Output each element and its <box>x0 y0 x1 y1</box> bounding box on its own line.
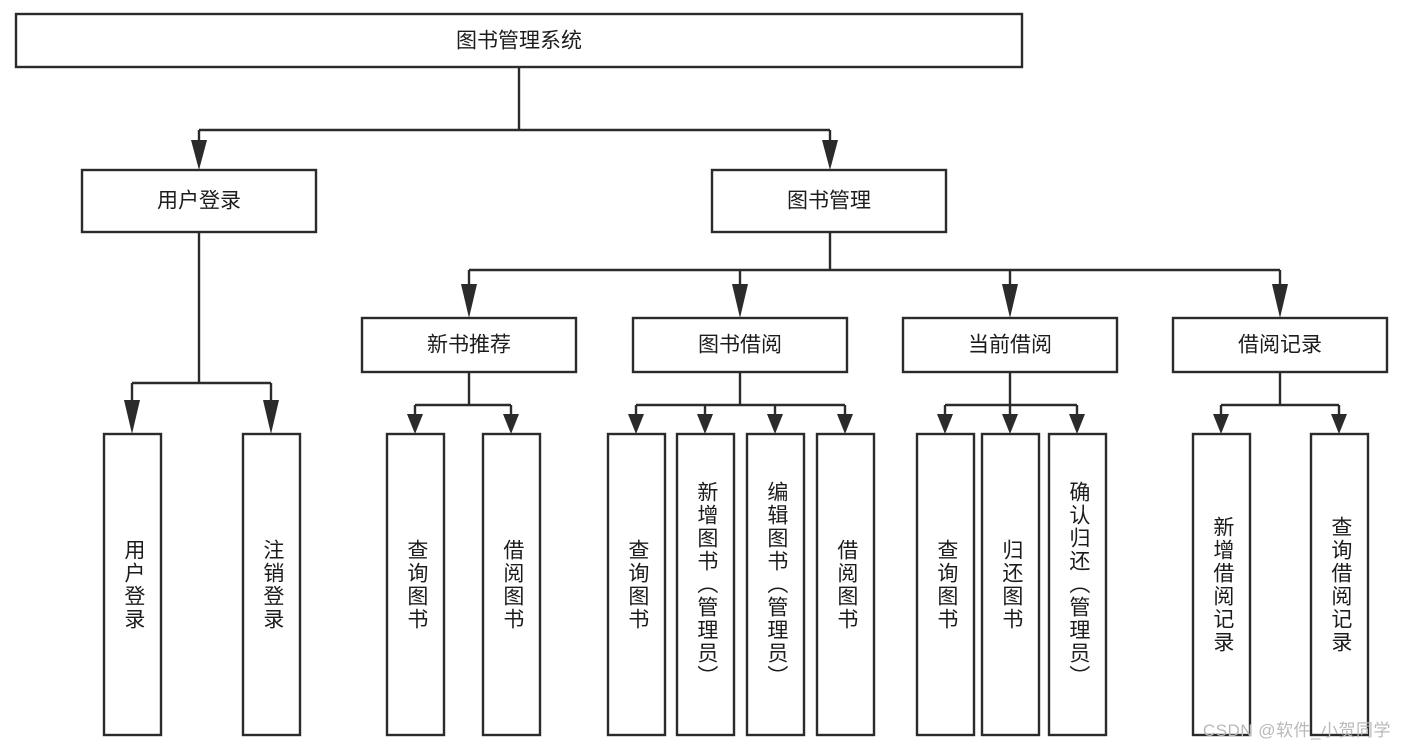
node-user-login[interactable] <box>80 168 318 234</box>
arrowhead-leaf-return-book <box>1002 414 1018 434</box>
node-new-book-recommend[interactable] <box>360 316 578 374</box>
node-leaf-user-logout[interactable] <box>241 432 302 737</box>
node-leaf-borrow-book-2[interactable] <box>815 432 876 737</box>
node-book-manage-label: 图书管理 <box>787 190 871 213</box>
node-book-manage[interactable] <box>710 168 948 234</box>
arrowhead-leaf-user-login <box>124 400 140 434</box>
arrowhead-leaf-query-book-2 <box>628 414 644 434</box>
arrowhead-current-borrow <box>1002 284 1018 318</box>
node-leaf-user-login[interactable] <box>102 432 163 737</box>
node-leaf-edit-book[interactable] <box>745 432 806 737</box>
arrowhead-new-book-recommend <box>461 284 477 318</box>
node-book-borrow[interactable] <box>631 316 849 374</box>
arrowhead-leaf-user-logout <box>263 400 279 434</box>
node-leaf-add-record[interactable] <box>1191 432 1252 737</box>
csdn-watermark: CSDN @软件_小贺同学 <box>1202 721 1391 740</box>
arrowhead-leaf-confirm-return <box>1069 414 1085 434</box>
node-leaf-add-book[interactable] <box>675 432 736 737</box>
node-leaf-borrow-book-1[interactable] <box>481 432 542 737</box>
arrowhead-leaf-query-record <box>1331 414 1347 434</box>
node-leaf-query-book-2[interactable] <box>606 432 667 737</box>
arrowhead-leaf-borrow-book-2 <box>837 414 853 434</box>
node-current-borrow[interactable] <box>901 316 1119 374</box>
node-new-book-recommend-label: 新书推荐 <box>427 334 511 357</box>
arrowhead-leaf-edit-book <box>767 414 783 434</box>
node-root-label: 图书管理系统 <box>456 30 582 53</box>
node-root[interactable] <box>14 12 1024 69</box>
arrowhead-leaf-query-book-3 <box>937 414 953 434</box>
connector-layer <box>124 67 1347 434</box>
arrowhead-leaf-add-book <box>697 414 713 434</box>
arrowhead-leaf-borrow-book-1 <box>503 414 519 434</box>
arrowhead-borrow-record <box>1272 284 1288 318</box>
node-user-login-label: 用户登录 <box>157 190 241 213</box>
node-borrow-record-label: 借阅记录 <box>1238 334 1322 357</box>
arrowhead-leaf-add-record <box>1213 414 1229 434</box>
node-leaf-query-record[interactable] <box>1309 432 1370 737</box>
node-borrow-record[interactable] <box>1171 316 1389 374</box>
arrowhead-user-login <box>191 140 207 170</box>
arrowhead-leaf-query-book-1 <box>407 414 423 434</box>
node-leaf-query-book-3[interactable] <box>915 432 976 737</box>
node-current-borrow-label: 当前借阅 <box>968 334 1052 357</box>
node-leaf-confirm-return[interactable] <box>1047 432 1108 737</box>
node-leaf-query-book-1[interactable] <box>385 432 446 737</box>
arrowhead-book-manage <box>822 140 838 170</box>
node-layer: 图书管理系统 用户登录 图书管理 新书推荐 图书借阅 当前借阅 借阅记录 <box>14 12 1389 737</box>
node-leaf-return-book[interactable] <box>980 432 1041 737</box>
node-book-borrow-label: 图书借阅 <box>698 334 782 357</box>
arrowhead-book-borrow <box>732 284 748 318</box>
